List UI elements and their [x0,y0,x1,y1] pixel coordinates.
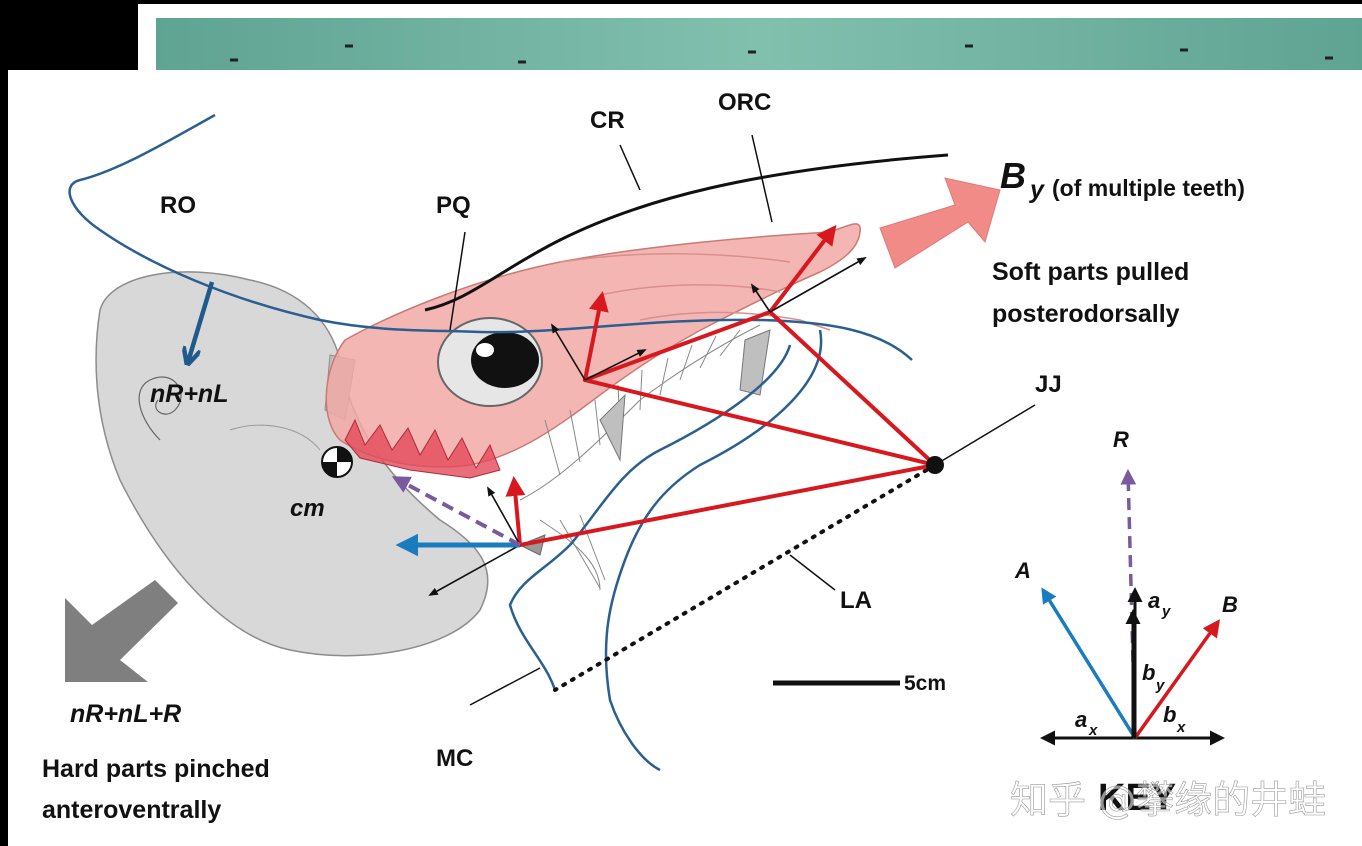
key-label-ax-main: a [1075,707,1087,732]
key-label-b: B [1222,592,1238,617]
key-label-bx-main: b [1163,702,1176,727]
label-nr-nl-r: nR+nL+R [70,700,181,728]
watermark: 知乎 @攀缘的井蛙 [1010,778,1326,822]
label-cr: CR [590,107,625,134]
label-pq: PQ [436,192,471,219]
label-jj: JJ [1035,371,1062,398]
label-nr-nl: nR+nL [150,380,228,408]
label-by-sub: y [1028,176,1045,204]
key-label-bx-sub: x [1176,719,1186,736]
label-mc: MC [436,745,473,772]
key-label-ay-main: a [1148,588,1160,613]
key-label-r: R [1113,427,1129,452]
top-strip [138,4,1362,70]
label-la: LA [840,587,872,614]
label-scale: 5cm [904,672,946,695]
label-hard-line2: anteroventrally [42,796,221,824]
label-soft-line1: Soft parts pulled [992,258,1189,286]
label-by-note: (of multiple teeth) [1052,175,1245,201]
label-hard-line1: Hard parts pinched [42,755,270,783]
center-of-mass-icon [322,447,352,477]
label-by-main: B [1000,155,1026,196]
label-ro: RO [160,192,196,219]
jj-joint [926,456,944,474]
key-label-ax-sub: x [1088,722,1098,739]
key-label-ay-sub: y [1161,603,1171,620]
label-soft-line2: posterodorsally [992,300,1180,328]
label-orc: ORC [718,89,771,116]
key-label-by-main: b [1142,660,1155,685]
key-label-a: A [1014,558,1031,583]
label-cm: cm [290,495,325,522]
key-label-by-sub: y [1155,677,1165,694]
